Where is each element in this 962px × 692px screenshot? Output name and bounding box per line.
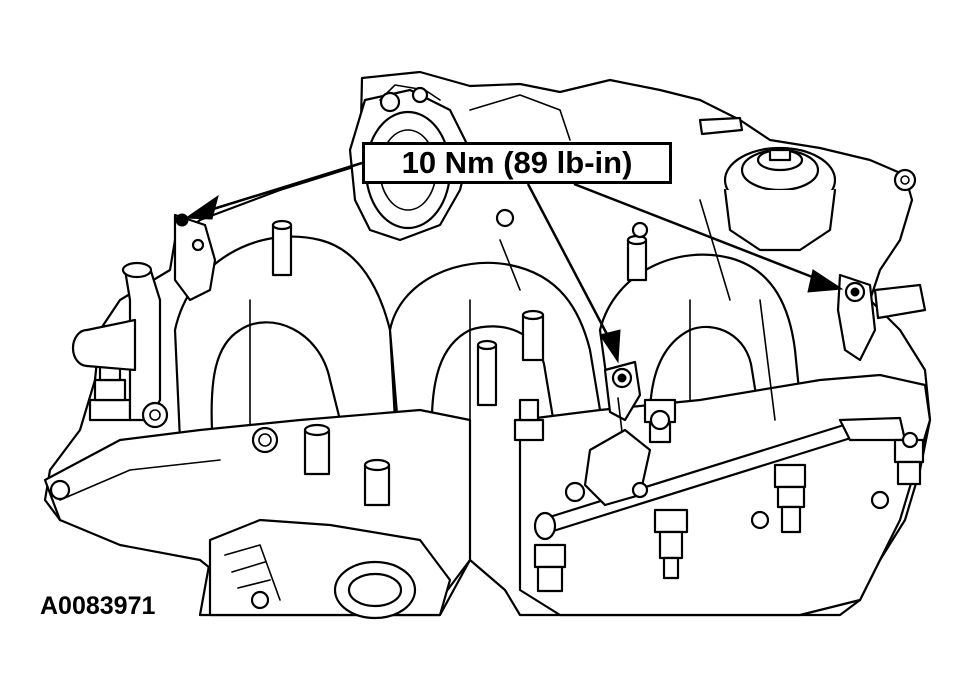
left-bracket bbox=[173, 213, 217, 302]
intake-runners bbox=[173, 235, 802, 452]
arrowhead-left bbox=[184, 194, 219, 220]
leader-line-right bbox=[573, 182, 821, 282]
torque-label: 10 Nm (89 lb-in) bbox=[401, 145, 633, 180]
injector-7 bbox=[893, 438, 925, 486]
arrowhead-right bbox=[807, 269, 844, 293]
injector-6 bbox=[533, 543, 567, 593]
fuel-rail-tube bbox=[533, 416, 907, 541]
injector-2 bbox=[513, 398, 545, 442]
figure-id: A0083971 bbox=[40, 592, 156, 620]
right-bracket bbox=[836, 273, 927, 362]
misc-hardware bbox=[495, 199, 919, 530]
callout-arrows bbox=[184, 161, 844, 364]
leader-line-center bbox=[526, 183, 612, 341]
injector-4 bbox=[773, 463, 807, 534]
egr-valve bbox=[698, 116, 917, 252]
arrowhead-center bbox=[599, 329, 621, 364]
thermostat-housing bbox=[208, 518, 452, 620]
torque-callout: 10 Nm (89 lb-in) bbox=[362, 142, 672, 184]
sensor-bracket bbox=[564, 360, 652, 507]
manifold-studs bbox=[271, 219, 648, 507]
injector-5 bbox=[653, 508, 689, 580]
coolant-tube bbox=[71, 261, 169, 429]
leader-line-left bbox=[209, 161, 363, 212]
